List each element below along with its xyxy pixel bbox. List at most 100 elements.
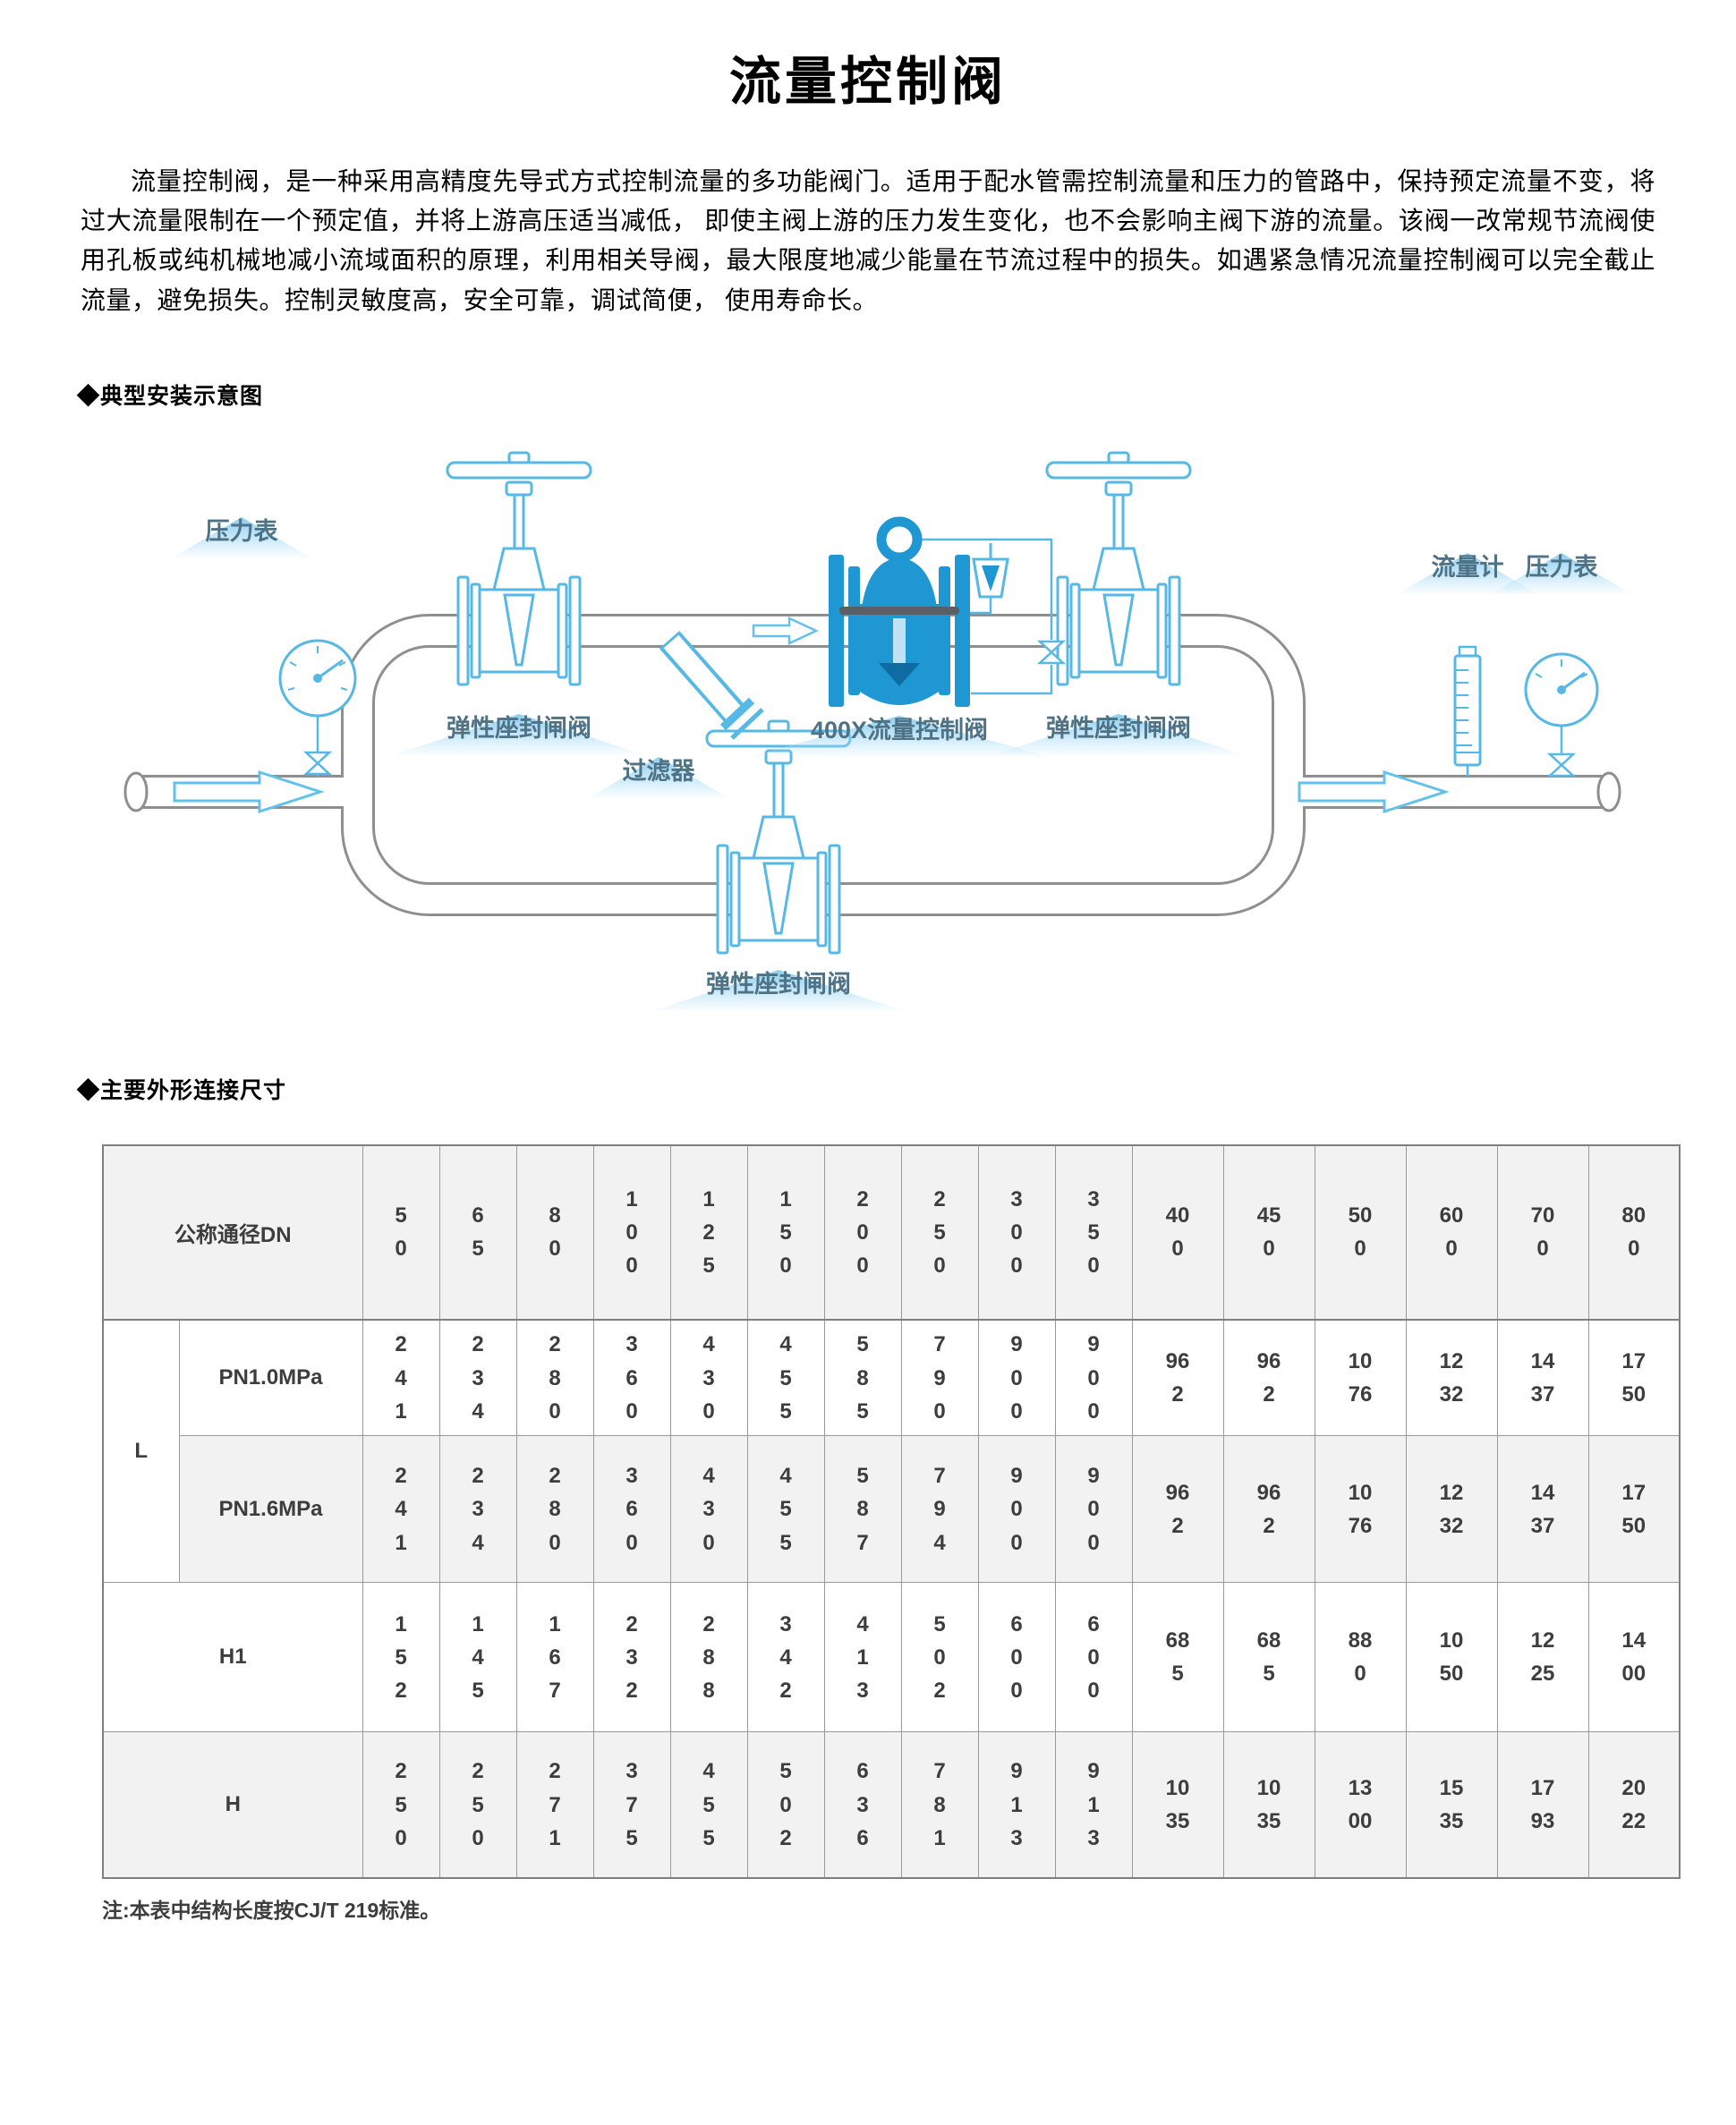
table-row-label: H1 bbox=[102, 1582, 363, 1733]
pipe-open-end-left bbox=[123, 771, 149, 812]
table-cell: 250 bbox=[362, 1731, 440, 1879]
table-cell: 375 bbox=[592, 1731, 671, 1879]
label-gate-valve-2: 弹性座封闸阀 bbox=[1037, 708, 1200, 744]
gate-valve-2-icon bbox=[1045, 451, 1192, 686]
installation-diagram: 压力表 弹性座封闸阀 过滤器 400X流量控制阀 弹性座封闸阀 流量计 压力表 … bbox=[89, 425, 1647, 1026]
table-row-label: H bbox=[102, 1731, 363, 1879]
table-cell: 1050 bbox=[1405, 1582, 1498, 1733]
page-title: 流量控制阀 bbox=[728, 53, 1007, 111]
label-strainer: 过滤器 bbox=[614, 751, 704, 787]
table-cell: 1076 bbox=[1314, 1319, 1407, 1437]
table-cell: 585 bbox=[823, 1319, 902, 1437]
table-cell: 685 bbox=[1131, 1582, 1224, 1733]
table-cell: 685 bbox=[1222, 1582, 1315, 1733]
label-pressure-gauge-right: 压力表 bbox=[1517, 547, 1607, 583]
table-cell: 145 bbox=[438, 1582, 517, 1733]
label-flow-meter: 流量计 bbox=[1423, 547, 1513, 583]
gate-valve-1-icon bbox=[446, 451, 592, 686]
table-cell: 1035 bbox=[1222, 1731, 1315, 1879]
table-cell: 342 bbox=[746, 1582, 825, 1733]
table-cell: 280 bbox=[515, 1319, 594, 1437]
table-cell: 900 bbox=[977, 1319, 1056, 1437]
piping-schematic bbox=[123, 451, 1621, 955]
table-row-label: PN1.0MPa bbox=[178, 1319, 363, 1437]
table-cell: 600 bbox=[1405, 1144, 1498, 1321]
table-cell: 1750 bbox=[1587, 1319, 1681, 1437]
table-cell: 1232 bbox=[1405, 1319, 1498, 1437]
table-cell: 100 bbox=[592, 1144, 671, 1321]
table-cell: 913 bbox=[1054, 1731, 1133, 1879]
table-cell: 1437 bbox=[1496, 1435, 1589, 1584]
table-cell: 360 bbox=[592, 1435, 671, 1584]
table-cell: 288 bbox=[669, 1582, 748, 1733]
table-cell: 700 bbox=[1496, 1144, 1589, 1321]
document-page: 流量控制阀 流量控制阀，是一种采用高精度先导式方式控制流量的多功能阀门。适用于配… bbox=[0, 39, 1736, 1977]
table-cell: 962 bbox=[1131, 1435, 1224, 1584]
table-cell: 400 bbox=[1131, 1144, 1224, 1321]
table-cell: 65 bbox=[438, 1144, 517, 1321]
table-cell: 794 bbox=[900, 1435, 979, 1584]
table-cell: 300 bbox=[977, 1144, 1056, 1321]
flow-arrow-inlet-icon bbox=[173, 769, 325, 813]
table-cell: 430 bbox=[669, 1319, 748, 1437]
table-cell: 913 bbox=[977, 1731, 1056, 1879]
table-group-label-l: L bbox=[102, 1319, 180, 1584]
table-cell: 1750 bbox=[1587, 1435, 1681, 1584]
table-row-label: PN1.6MPa bbox=[178, 1435, 363, 1584]
strainer-icon bbox=[659, 631, 764, 740]
table-cell: 1300 bbox=[1314, 1731, 1407, 1879]
flow-meter-icon bbox=[1453, 645, 1482, 777]
table-cell: 600 bbox=[977, 1582, 1056, 1733]
table-cell: 1535 bbox=[1405, 1731, 1498, 1879]
section-diagram-title: ◆典型安装示意图 bbox=[77, 384, 264, 409]
table-cell: 241 bbox=[362, 1435, 440, 1584]
table-cell: 880 bbox=[1314, 1582, 1407, 1733]
table-cell: 80 bbox=[515, 1144, 594, 1321]
section-table-title: ◆主要外形连接尺寸 bbox=[77, 1078, 287, 1103]
table-cell: 241 bbox=[362, 1319, 440, 1437]
table-cell: 900 bbox=[977, 1435, 1056, 1584]
label-main-valve: 400X流量控制阀 bbox=[802, 710, 997, 746]
table-cell: 790 bbox=[900, 1319, 979, 1437]
label-gate-valve-1: 弹性座封闸阀 bbox=[438, 708, 600, 744]
table-cell: 1232 bbox=[1405, 1435, 1498, 1584]
table-cell: 450 bbox=[1222, 1144, 1315, 1321]
main-valve-icon bbox=[829, 516, 1065, 707]
table-cell: 50 bbox=[362, 1144, 440, 1321]
table-cell: 587 bbox=[823, 1435, 902, 1584]
table-cell: 1400 bbox=[1587, 1582, 1681, 1733]
label-pressure-gauge-left: 压力表 bbox=[197, 511, 287, 548]
pressure-gauge-left-icon bbox=[278, 639, 357, 777]
table-cell: 962 bbox=[1222, 1435, 1315, 1584]
table-cell: 1793 bbox=[1496, 1731, 1589, 1879]
table-cell: 280 bbox=[515, 1435, 594, 1584]
table-header-dn: 公称通径DN bbox=[102, 1144, 363, 1321]
table-cell: 1035 bbox=[1131, 1731, 1224, 1879]
table-cell: 455 bbox=[746, 1319, 825, 1437]
table-cell: 152 bbox=[362, 1582, 440, 1733]
table-cell: 502 bbox=[746, 1731, 825, 1879]
table-cell: 1225 bbox=[1496, 1582, 1589, 1733]
table-cell: 500 bbox=[1314, 1144, 1407, 1321]
table-cell: 962 bbox=[1131, 1319, 1224, 1437]
table-cell: 455 bbox=[746, 1435, 825, 1584]
table-cell: 781 bbox=[900, 1731, 979, 1879]
table-cell: 600 bbox=[1054, 1582, 1133, 1733]
label-gate-valve-bypass: 弹性座封闸阀 bbox=[697, 964, 860, 1000]
intro-paragraph: 流量控制阀，是一种采用高精度先导式方式控制流量的多功能阀门。适用于配水管需控制流… bbox=[81, 168, 1655, 315]
table-cell: 1076 bbox=[1314, 1435, 1407, 1584]
table-cell: 250 bbox=[438, 1731, 517, 1879]
table-cell: 271 bbox=[515, 1731, 594, 1879]
table-cell: 234 bbox=[438, 1319, 517, 1437]
table-cell: 900 bbox=[1054, 1435, 1133, 1584]
table-cell: 250 bbox=[900, 1144, 979, 1321]
table-cell: 150 bbox=[746, 1144, 825, 1321]
table-note: 注:本表中结构长度按CJ/T 219标准。 bbox=[102, 1898, 441, 1922]
table-cell: 800 bbox=[1587, 1144, 1681, 1321]
table-cell: 167 bbox=[515, 1582, 594, 1733]
table-cell: 502 bbox=[900, 1582, 979, 1733]
flow-arrow-outlet-icon bbox=[1298, 769, 1450, 813]
table-cell: 962 bbox=[1222, 1319, 1315, 1437]
table-cell: 900 bbox=[1054, 1319, 1133, 1437]
